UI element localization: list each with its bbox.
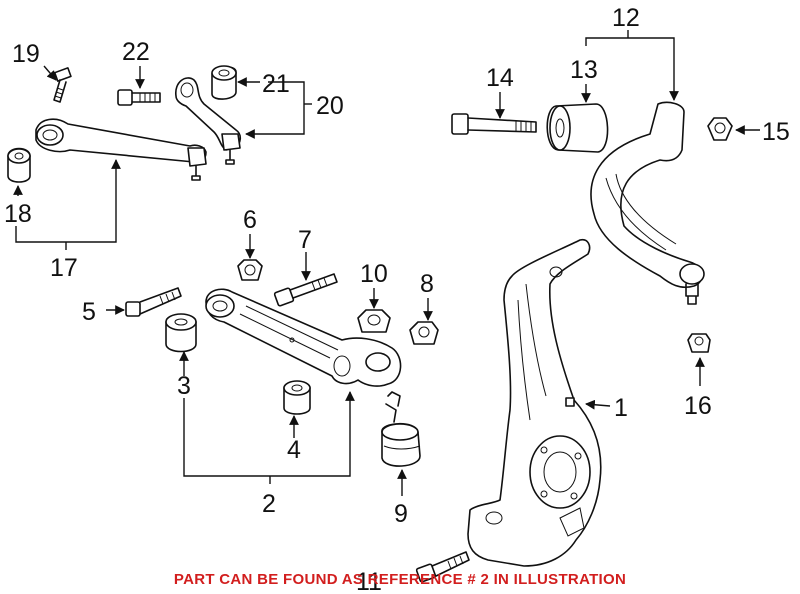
bushing-4 bbox=[283, 380, 311, 415]
ball-joint-9 bbox=[381, 391, 421, 467]
lower-control-arm-12 bbox=[590, 101, 705, 305]
nut-15 bbox=[707, 117, 733, 141]
callout-7: 7 bbox=[298, 226, 312, 254]
bushing-3 bbox=[165, 313, 197, 353]
callout-3: 3 bbox=[177, 372, 191, 400]
bushing-21 bbox=[211, 65, 237, 100]
callout-1: 1 bbox=[614, 394, 628, 422]
callout-labels: 19 22 21 20 18 17 14 13 12 15 16 6 7 10 … bbox=[4, 4, 790, 594]
steering-knuckle-1 bbox=[467, 238, 602, 567]
nut-8 bbox=[409, 321, 439, 345]
bolt-7 bbox=[273, 273, 338, 307]
callout-13: 13 bbox=[570, 56, 598, 84]
bushing-13 bbox=[546, 103, 609, 153]
callout-19: 19 bbox=[12, 40, 40, 68]
callout-10: 10 bbox=[360, 260, 388, 288]
callout-18: 18 bbox=[4, 200, 32, 228]
nut-10 bbox=[357, 309, 391, 333]
nut-16 bbox=[687, 333, 711, 353]
callout-9: 9 bbox=[394, 500, 408, 528]
bolt-19 bbox=[53, 67, 72, 103]
callout-17: 17 bbox=[50, 254, 78, 282]
leader-lines bbox=[13, 30, 760, 496]
callout-5: 5 bbox=[82, 298, 96, 326]
bushing-18 bbox=[7, 147, 31, 183]
nut-6 bbox=[237, 259, 263, 281]
callout-21: 21 bbox=[262, 70, 290, 98]
bolt-14 bbox=[451, 113, 537, 135]
callout-6: 6 bbox=[243, 206, 257, 234]
callout-4: 4 bbox=[287, 436, 301, 464]
reference-note: PART CAN BE FOUND AS REFERENCE # 2 IN IL… bbox=[174, 571, 626, 588]
callout-22: 22 bbox=[122, 38, 150, 66]
callout-15: 15 bbox=[762, 118, 790, 146]
bolt-11 bbox=[415, 551, 470, 583]
callout-11: 11 bbox=[356, 568, 382, 594]
callout-8: 8 bbox=[420, 270, 434, 298]
bolt-22 bbox=[117, 89, 161, 106]
bolt-5 bbox=[125, 287, 182, 317]
callout-2: 2 bbox=[262, 490, 276, 518]
lower-control-arm-2 bbox=[205, 288, 402, 387]
callout-14: 14 bbox=[486, 64, 514, 92]
callout-20: 20 bbox=[316, 92, 344, 120]
upper-control-arm-20 bbox=[175, 77, 242, 165]
callout-12: 12 bbox=[612, 4, 640, 32]
upper-control-arm-17 bbox=[35, 118, 207, 181]
callout-16: 16 bbox=[684, 392, 712, 420]
